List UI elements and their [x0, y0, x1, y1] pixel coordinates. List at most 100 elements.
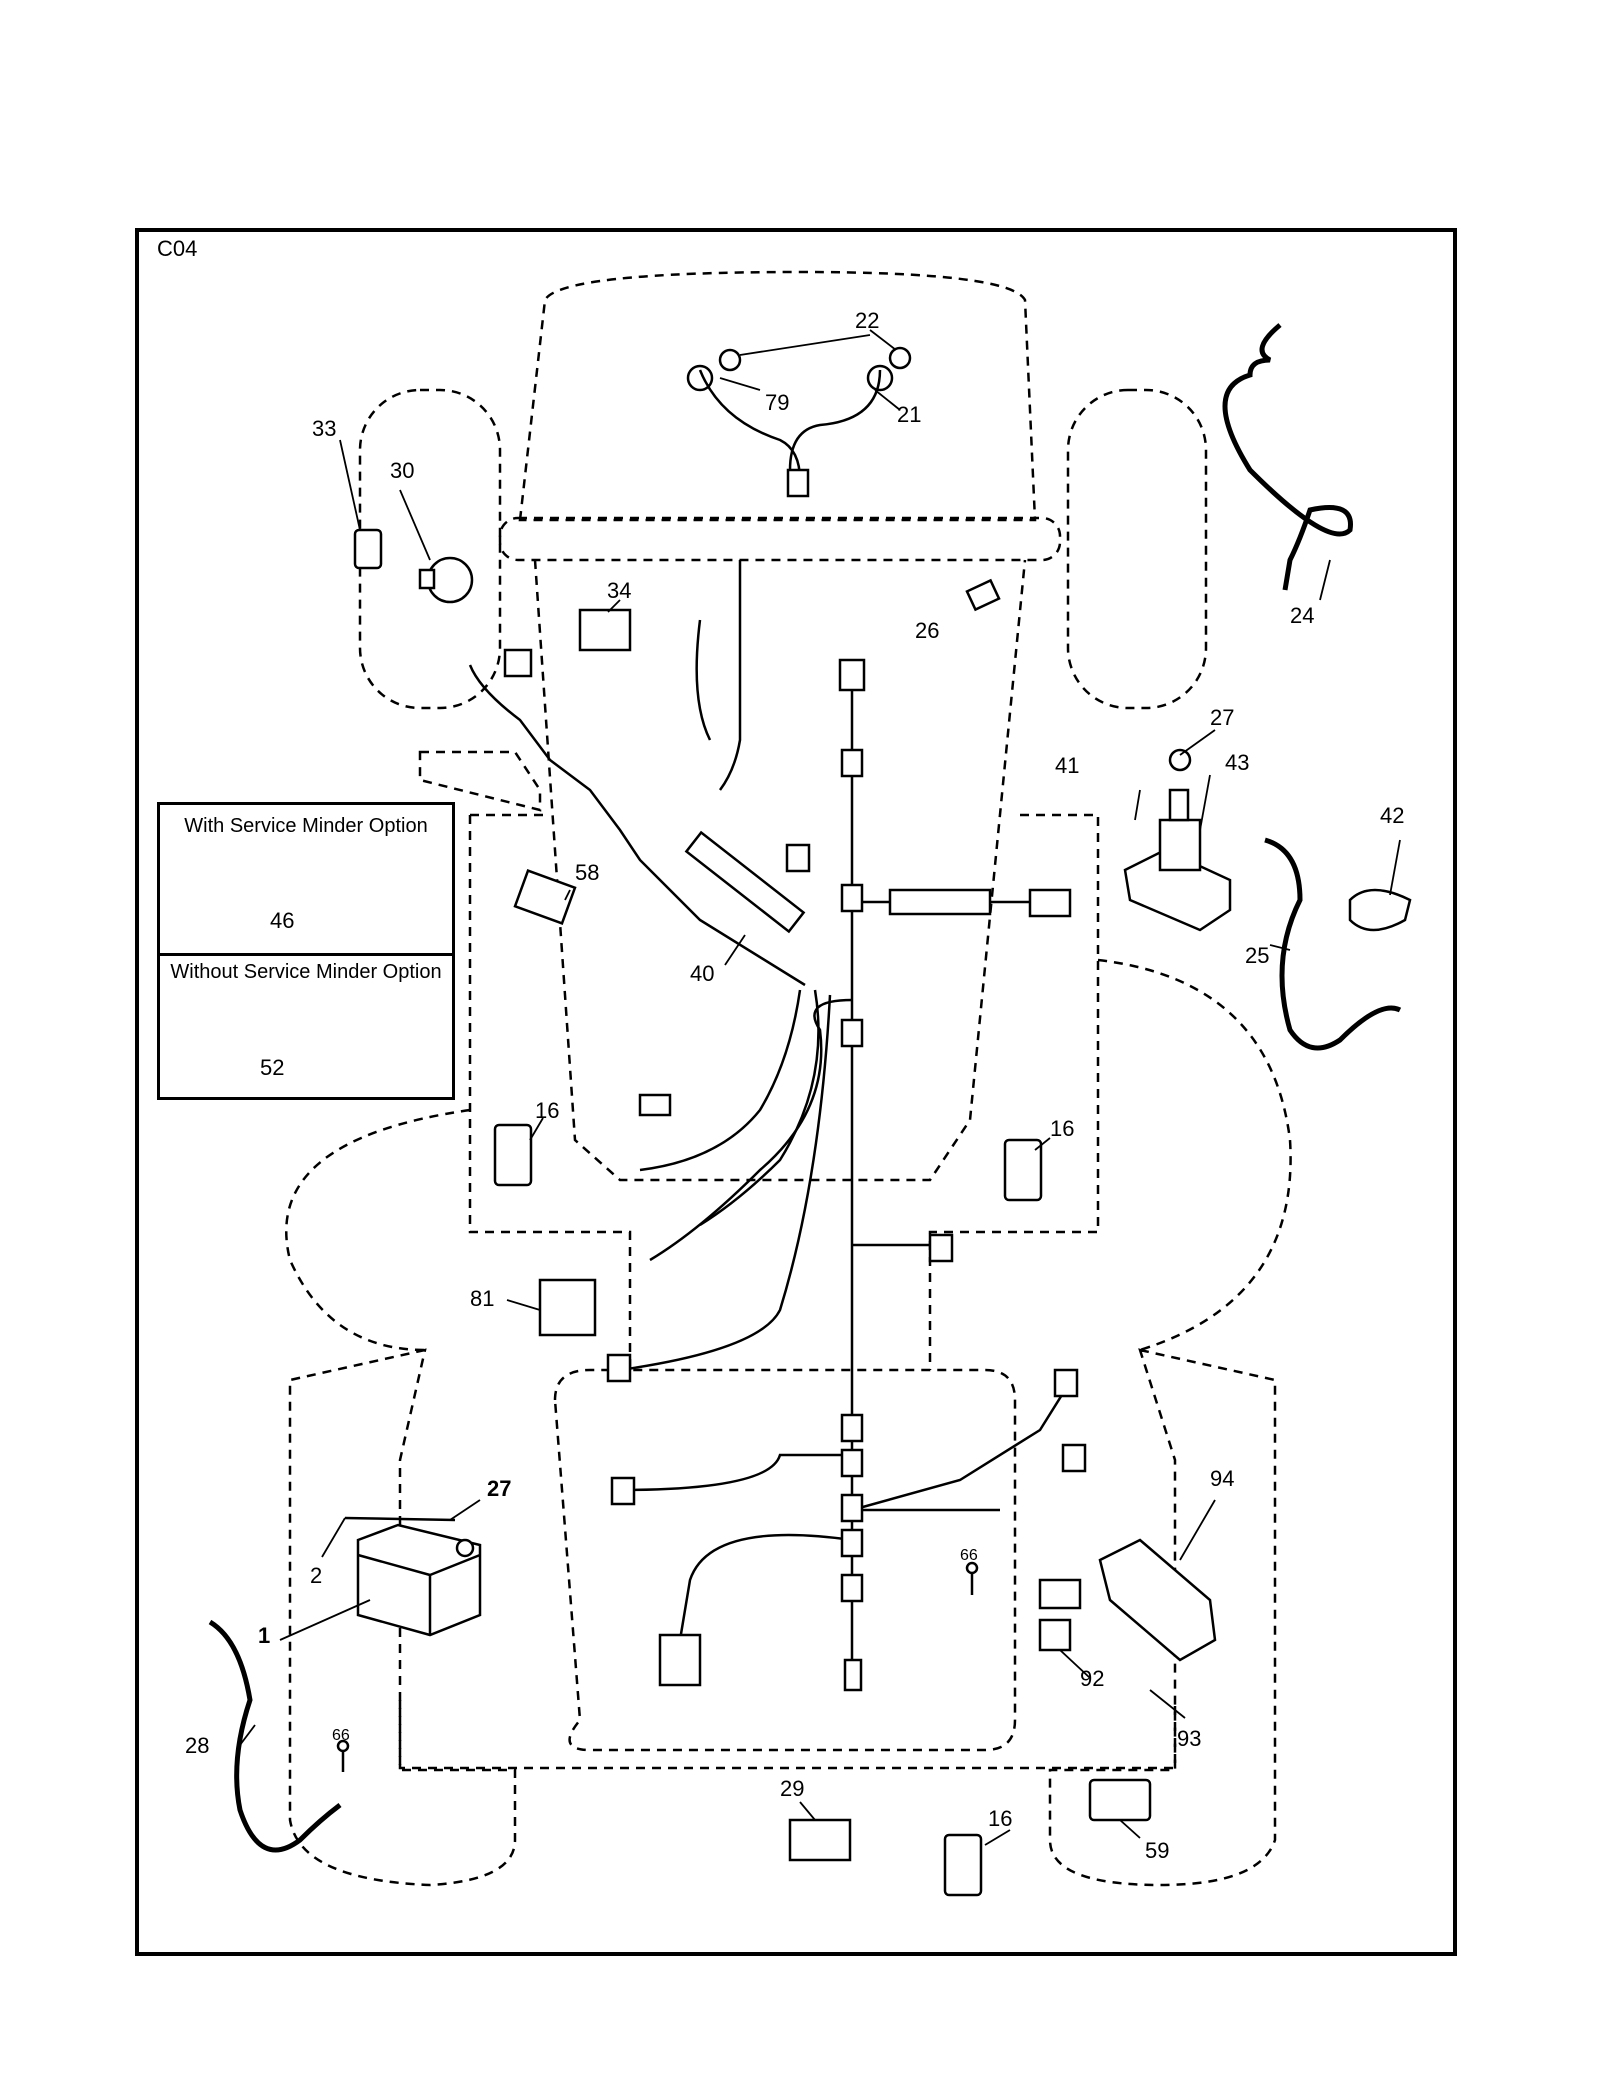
body-outline: [533, 559, 1027, 1182]
connector-deck-plug: [658, 1633, 702, 1687]
service-minder-legend: With Service Minder Option 46 Without Se…: [157, 802, 455, 1100]
connector-left-1: [638, 1093, 672, 1117]
cable-24: [1222, 323, 1353, 591]
headlight-harness: [686, 346, 912, 498]
part-label-16-bottom: 16: [988, 1806, 1013, 1831]
connector-left-low: [606, 1353, 632, 1383]
part-label-40: 40: [690, 961, 715, 986]
part-label-29: 29: [780, 1776, 805, 1801]
wheel-rear-left-outline: [285, 1108, 471, 1352]
connector-deck-right-b: [1061, 1443, 1087, 1473]
lower-tray-outline: [398, 1700, 1177, 1770]
solenoid-43: [1123, 748, 1232, 932]
chassis-outline: [468, 813, 1100, 1370]
connector-mid: [928, 1233, 954, 1263]
part-label-43: 43: [1225, 750, 1250, 775]
starter-module-94: [1038, 1538, 1217, 1662]
legend-without-option: Without Service Minder Option: [170, 961, 442, 983]
part-label-66-fender: 66: [332, 1727, 350, 1744]
connector-trunk-3: [840, 1018, 864, 1048]
wheel-front-right-outline: [1066, 388, 1208, 710]
harness-branch-f: [851, 1389, 1067, 1512]
part-label-94: 94: [1210, 1466, 1235, 1491]
connector-upper-left: [503, 648, 533, 678]
part-label-25: 25: [1245, 943, 1270, 968]
part-label-16-right: 16: [1050, 1116, 1075, 1141]
connector-deck-3: [840, 1493, 864, 1523]
fuse-26-body: [965, 578, 1001, 612]
harness-branch-j: [695, 619, 712, 741]
part-label-52: 52: [260, 1055, 285, 1080]
part-label-2: 2: [310, 1563, 323, 1588]
bracket-outline: [418, 750, 542, 812]
diagram-frame: [135, 228, 1457, 1956]
connector-trunk-1: [840, 748, 864, 778]
part-label-79: 79: [765, 390, 790, 415]
screws-66: [336, 1561, 979, 1772]
connector-deck-5: [840, 1573, 864, 1603]
part-label-26: 26: [915, 618, 940, 643]
harness-branch-h: [678, 1533, 853, 1641]
connector-upper-mid: [785, 843, 811, 873]
connector-trunk-2: [840, 883, 864, 913]
relay-81: [538, 1278, 597, 1337]
harness-branch-i: [718, 560, 742, 791]
wheel-rear-right-outline: [1097, 958, 1292, 1352]
harness-sleeve-40: [684, 830, 806, 934]
legend-divider: [160, 953, 452, 956]
part-label-21: 21: [897, 402, 922, 427]
harness-branch-left: [649, 998, 853, 1262]
part-label-28: 28: [185, 1733, 210, 1758]
connector-right-end: [1028, 888, 1072, 918]
part-label-46: 46: [270, 908, 295, 933]
part-label-22: 22: [855, 308, 880, 333]
part-label-27-battery: 27: [487, 1476, 512, 1501]
harness-branch-a: [639, 989, 802, 1172]
battery-1: [356, 1523, 482, 1637]
connector-top: [838, 658, 866, 692]
fender-rear-left-outline: [288, 1348, 517, 1887]
switch-34-body: [578, 608, 632, 652]
harness-branch-e: [619, 1453, 852, 1492]
cable-25: [1264, 837, 1402, 1051]
part-label-27-solenoid: 27: [1210, 705, 1235, 730]
part-label-93: 93: [1177, 1726, 1202, 1751]
harness-branch-b: [699, 989, 820, 1227]
part-label-42: 42: [1380, 803, 1405, 828]
wheel-front-left-outline: [358, 388, 502, 710]
connector-deck-2: [840, 1448, 864, 1478]
ignition-parts: [353, 528, 474, 604]
cable-28: [208, 1619, 342, 1853]
connector-deck-1: [840, 1413, 864, 1443]
part-label-59: 59: [1145, 1838, 1170, 1863]
part-label-66-deck: 66: [960, 1547, 978, 1564]
leader-lines: [239, 329, 1401, 1846]
connector-deck-left: [610, 1476, 636, 1506]
dashboard-band-outline: [498, 516, 1062, 562]
part-label-34: 34: [607, 578, 632, 603]
module-58: [513, 868, 577, 926]
part-label-58: 58: [575, 860, 600, 885]
part-label-24: 24: [1290, 603, 1315, 628]
mower-deck-outline: [553, 1368, 1017, 1752]
part-label-81: 81: [470, 1286, 495, 1311]
part-label-33: 33: [312, 416, 337, 441]
seat-switches: [493, 1123, 1043, 1897]
part-label-92: 92: [1080, 1666, 1105, 1691]
legend-with-option: With Service Minder Option: [184, 815, 428, 837]
harness-branch-c: [619, 994, 832, 1372]
sheet-id: C04: [157, 236, 198, 261]
part-label-16-left: 16: [535, 1098, 560, 1123]
switch-29: [788, 1818, 852, 1862]
connector-deck-right-a: [1053, 1368, 1079, 1398]
harness-branch-upper: [468, 664, 806, 987]
part-label-30: 30: [390, 458, 415, 483]
part-label-41: 41: [1055, 753, 1080, 778]
connector-deck-bottom: [843, 1658, 863, 1692]
connector-right-tube: [888, 888, 992, 916]
boot-42: [1348, 888, 1412, 932]
part-label-1: 1: [258, 1623, 271, 1648]
fender-rear-right-outline: [1048, 1348, 1277, 1887]
